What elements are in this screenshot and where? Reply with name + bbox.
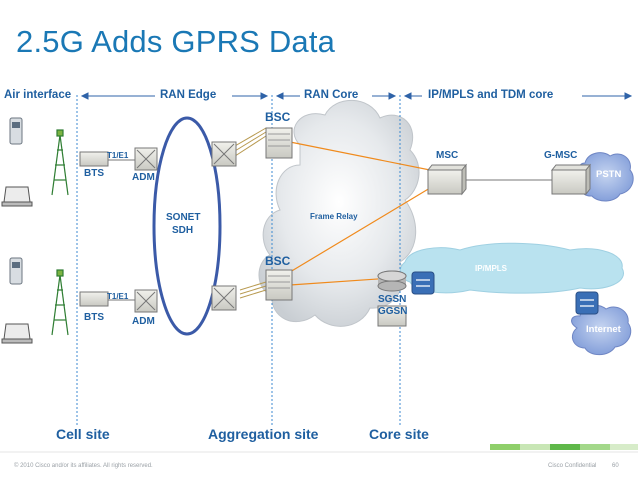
sdh-label: SDH [172, 225, 194, 236]
adm-label: ADM [132, 172, 155, 183]
bts-label: BTS [84, 312, 104, 323]
bts-adm-links [108, 159, 135, 301]
header-arrows [80, 92, 633, 100]
internet-label: Internet [586, 324, 621, 335]
header-ip-mpls-tdm: IP/MPLS and TDM core [428, 89, 554, 101]
adm-label: ADM [132, 316, 155, 327]
core-site-label: Core site [369, 426, 429, 442]
sgsn-label: SGSN [378, 294, 407, 305]
footer-copyright: © 2010 Cisco and/or its affiliates. All … [14, 463, 153, 469]
internet-cloud [571, 304, 632, 356]
router-icon [377, 270, 599, 327]
laptop-icon [1, 186, 33, 344]
mobile-phone-icon [9, 117, 23, 285]
antenna-tower-icon [51, 129, 69, 336]
t1e1-label: T1/E1 [107, 292, 129, 301]
switch-server-icon [426, 163, 592, 196]
frame-relay-label: Frame Relay [310, 212, 358, 221]
sonet-label: SONET [166, 212, 201, 223]
adm-unit-icon [134, 141, 237, 313]
orange-links [289, 141, 441, 286]
gmsc-label: G-MSC [544, 150, 578, 161]
cell-site-label: Cell site [56, 426, 110, 442]
ggsn-label: GGSN [378, 306, 408, 317]
ip-mpls-label: IP/MPLS [475, 264, 508, 273]
bts-unit-icon [79, 151, 109, 307]
bsc-rack-icon [265, 127, 293, 301]
pstn-label: PSTN [596, 169, 622, 180]
site-dividers [76, 95, 401, 425]
page-title: 2.5G Adds GPRS Data [16, 24, 336, 59]
footer-page-number: 60 [612, 463, 619, 469]
t1e1-label: T1/E1 [107, 151, 129, 160]
bts-label: BTS [84, 168, 104, 179]
sonet-ring [152, 116, 222, 336]
msc-label: MSC [436, 150, 459, 161]
bsc-label: BSC [265, 110, 291, 124]
header-ran-core: RAN Core [304, 89, 359, 101]
header-ran-edge: RAN Edge [160, 89, 217, 101]
bsc-label: BSC [265, 254, 291, 268]
aggregation-site-label: Aggregation site [208, 426, 319, 442]
header-air-interface: Air interface [4, 89, 72, 101]
footer-color-bar [490, 444, 638, 450]
footer-confidential: Cisco Confidential [548, 463, 597, 469]
